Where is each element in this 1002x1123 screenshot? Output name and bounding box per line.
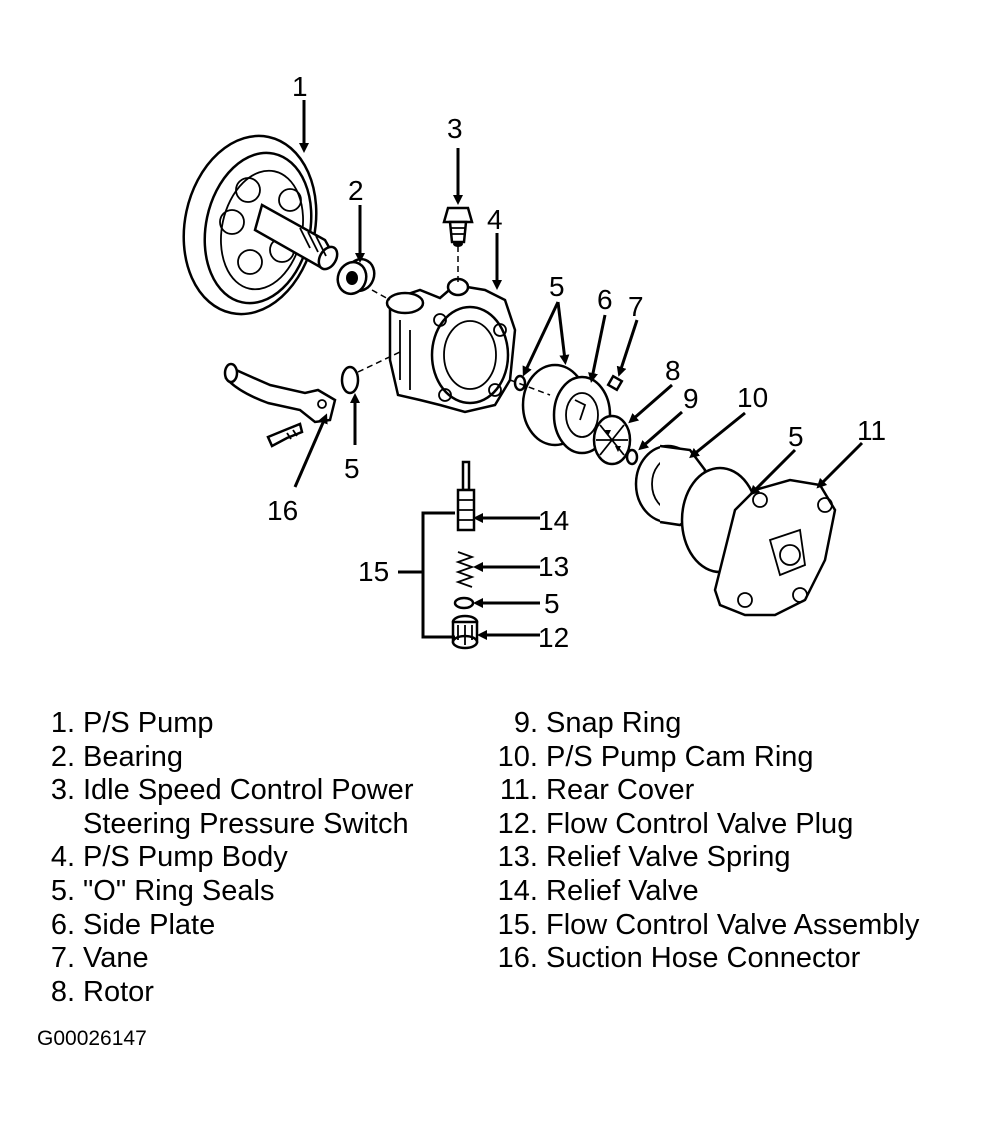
o-ring-valve (453, 596, 475, 610)
legend-item: 5."O" Ring Seals (28, 875, 413, 909)
callout-12: 12 (538, 622, 569, 653)
legend-item: 4.P/S Pump Body (28, 841, 413, 875)
legend-item-label: Bearing (83, 740, 183, 773)
assembly-bracket (398, 511, 455, 639)
bearing (336, 257, 376, 296)
legend-item-number: 12. (497, 807, 538, 840)
legend-item: 2.Bearing (28, 741, 413, 775)
callout-2: 2 (348, 175, 364, 206)
legend-item-label: Side Plate (83, 908, 216, 941)
legend-item-label: P/S Pump Cam Ring (546, 740, 814, 773)
legend-item: Steering Pressure Switch (28, 808, 413, 842)
snap-ring (625, 448, 639, 466)
relief-valve-spring (455, 551, 475, 588)
figure-id: G00026147 (37, 1027, 147, 1050)
legend-item-label: Relief Valve Spring (546, 841, 791, 874)
callout-10: 10 (737, 382, 768, 413)
legend-item-label: Relief Valve (546, 874, 699, 907)
legend-item-number: 5. (50, 874, 75, 907)
callout-13: 13 (538, 551, 569, 582)
legend-item: 7.Vane (28, 942, 413, 976)
flow-control-valve-plug (451, 614, 479, 650)
pulley (182, 134, 339, 316)
callout-7: 7 (628, 291, 644, 322)
legend-item-label: Rotor (83, 975, 154, 1008)
rotor (592, 414, 632, 466)
legend-item-label: Steering Pressure Switch (83, 807, 409, 840)
legend-item: 14.Relief Valve (476, 875, 919, 909)
legend-item-label: Snap Ring (546, 707, 682, 739)
legend-item-number: 15. (497, 908, 538, 941)
legend-item-number: 16. (497, 942, 538, 975)
legend-item-number: 10. (497, 740, 538, 773)
callout-15: 15 (358, 556, 389, 587)
legend-item-number: 8. (50, 975, 75, 1008)
o-ring-body (340, 365, 360, 395)
legend-item: 9.Snap Ring (476, 707, 919, 741)
legend-item-label: Suction Hose Connector (546, 942, 861, 975)
legend-item-label: P/S Pump (83, 707, 214, 739)
legend-item-number: 7. (50, 942, 75, 975)
legend-item-label: Flow Control Valve Plug (546, 807, 854, 840)
legend-item: 12.Flow Control Valve Plug (476, 808, 919, 842)
callout-8: 8 (665, 355, 681, 386)
callout-11: 11 (857, 415, 886, 446)
legend-item: 15.Flow Control Valve Assembly (476, 908, 920, 943)
callout-3: 3 (447, 113, 463, 144)
callout-4: 4 (487, 204, 503, 235)
legend-item: 16.Suction Hose Connector (476, 942, 919, 976)
legend-item-label: Vane (83, 942, 149, 975)
callout-14: 14 (538, 505, 569, 536)
legend-item-number (28, 808, 83, 842)
legend-item-label: Rear Cover (546, 774, 695, 807)
legend-item-label: Idle Speed Control Power (83, 774, 414, 807)
callout-arrows (293, 100, 864, 640)
legend-item-number: 13. (497, 841, 538, 874)
callout-1: 1 (292, 71, 308, 102)
legend-item-number: 4. (50, 841, 75, 874)
legend-item-number: 11. (499, 774, 538, 807)
callout-5-rear: 5 (788, 421, 804, 452)
relief-valve (456, 460, 476, 532)
legend-item-label: "O" Ring Seals (83, 874, 275, 907)
legend-item: 3.Idle Speed Control Power (28, 774, 414, 808)
legend-item-number: 9. (513, 707, 538, 739)
callout-5-oring-pair: 5 (549, 271, 565, 302)
legend-item: 8.Rotor (28, 976, 413, 1010)
legend-item: 13.Relief Valve Spring (476, 841, 919, 875)
legend-item: 10.P/S Pump Cam Ring (476, 741, 919, 775)
legend-item-number: 6. (50, 908, 75, 941)
callout-5-body: 5 (344, 453, 360, 484)
legend-item-number: 1. (50, 707, 75, 739)
legend-item-label: Flow Control Valve Assembly (546, 908, 920, 941)
callout-6: 6 (597, 284, 613, 315)
callout-5-valve: 5 (544, 588, 560, 619)
legend-item: 11.Rear Cover (476, 774, 919, 808)
legend-item: 1.P/S Pump (28, 707, 413, 741)
vane (606, 374, 624, 392)
pump-body (385, 277, 517, 414)
legend-item: 6.Side Plate (28, 909, 413, 943)
pressure-switch (442, 206, 474, 247)
suction-hose-connector (223, 362, 337, 448)
legend-item-number: 3. (50, 774, 75, 807)
exploded-pump-diagram: 1 2 3 4 5 6 7 8 9 10 5 11 5 16 14 15 13 … (182, 71, 886, 653)
legend-item-label: P/S Pump Body (83, 841, 288, 874)
legend-item-number: 14. (497, 874, 538, 907)
callout-16: 16 (267, 495, 298, 526)
callout-9: 9 (683, 383, 699, 414)
legend-item-number: 2. (50, 740, 75, 773)
